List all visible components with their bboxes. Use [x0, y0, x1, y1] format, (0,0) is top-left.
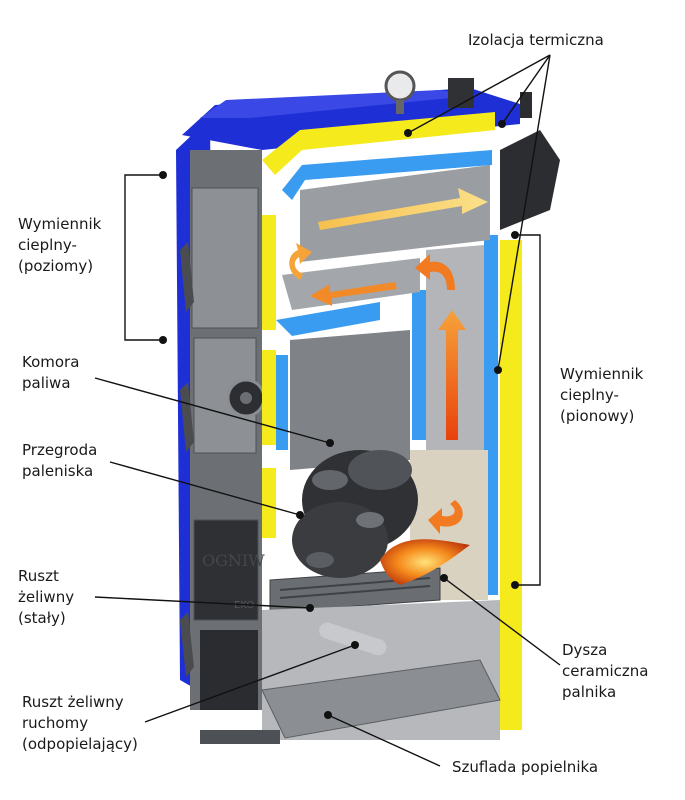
handle-lower: [180, 612, 194, 677]
label-hx-horizontal-2: cieplny-: [18, 236, 77, 254]
flow-arrow-turn-low: [428, 500, 463, 534]
ash-door: [200, 630, 258, 710]
label-fuel-chamber-2: paliwa: [22, 374, 71, 392]
flue-baffle: [282, 258, 420, 310]
gauge-stem: [396, 100, 404, 114]
label-hx-horizontal: Wymiennik cieplny- (poziomy): [18, 214, 101, 277]
water-top: [282, 150, 492, 200]
label-fuel-chamber: Komora paliwa: [22, 352, 79, 394]
label-hx-vertical-3: (pionowy): [560, 407, 635, 425]
brand-text: OGNIW: [202, 551, 265, 570]
label-fixed-grate-2: żeliwny: [18, 588, 75, 606]
label-fixed-grate-1: Ruszt: [18, 567, 59, 585]
flue-outlet: [448, 78, 474, 108]
label-moving-grate: Ruszt żeliwny ruchomy (odpopielający): [22, 692, 138, 755]
moving-grate-rod: [319, 622, 387, 656]
coal-pile: [292, 450, 418, 578]
label-moving-grate-2: ruchomy: [22, 714, 89, 732]
ash-drawer: [261, 659, 501, 739]
label-fixed-grate: Ruszt żeliwny (stały): [18, 566, 74, 629]
leader-dots: [159, 120, 519, 719]
water-left: [276, 355, 288, 450]
label-fixed-grate-3: (stały): [18, 609, 66, 627]
flow-arrows: [289, 188, 488, 534]
leader-lines: [94, 54, 561, 767]
label-burner-nozzle: Dysza ceramiczna palnika: [562, 640, 648, 703]
upper-door: [191, 187, 259, 329]
label-hx-vertical: Wymiennik cieplny- (pionowy): [560, 364, 643, 427]
label-ash-drawer: Szuflada popielnika: [452, 758, 599, 776]
flow-arrow-mid: [310, 282, 397, 306]
fuel-chamber-wall: [290, 330, 410, 470]
insulation-left-1: [262, 215, 276, 330]
label-hx-horizontal-3: (poziomy): [18, 257, 94, 275]
label-burner-nozzle-1: Dysza: [562, 641, 608, 659]
label-hx-horizontal-1: Wymiennik: [18, 215, 102, 233]
label-furnace-baffle: Przegroda paleniska: [22, 440, 97, 482]
burner-flame: [380, 539, 470, 585]
base-foot: [200, 730, 280, 744]
label-insulation: Izolacja termiczna: [468, 31, 604, 49]
handle-middle: [180, 382, 194, 452]
insulation-right: [500, 240, 522, 730]
flow-arrow-turn-left: [289, 243, 312, 280]
water-shelf: [276, 302, 380, 336]
label-moving-grate-3: (odpopielający): [22, 735, 138, 753]
label-moving-grate-1: Ruszt żeliwny: [22, 693, 124, 711]
insulation-left-3: [262, 468, 276, 538]
lower-door: [193, 519, 259, 621]
handle-upper: [180, 242, 194, 312]
label-fuel-chamber-1: Komora: [22, 353, 80, 371]
boiler-body: OGNIW EKO: [176, 70, 560, 744]
flow-arrow-turn-top: [415, 254, 455, 290]
badge-text: EKO: [234, 600, 254, 611]
label-burner-nozzle-2: ceramiczna: [562, 662, 649, 680]
label-hx-vertical-1: Wymiennik: [560, 365, 644, 383]
flow-arrow-top: [318, 188, 488, 230]
insulation-left-2: [262, 350, 276, 445]
label-furnace-baffle-1: Przegroda: [22, 441, 98, 459]
pressure-gauge: [384, 70, 416, 102]
water-inner: [412, 290, 426, 440]
label-furnace-baffle-2: paleniska: [22, 462, 94, 480]
label-hx-vertical-2: cieplny-: [560, 386, 619, 404]
flow-arrow-up: [438, 310, 466, 440]
label-burner-nozzle-3: palnika: [562, 683, 617, 701]
insulation-top: [262, 112, 495, 175]
